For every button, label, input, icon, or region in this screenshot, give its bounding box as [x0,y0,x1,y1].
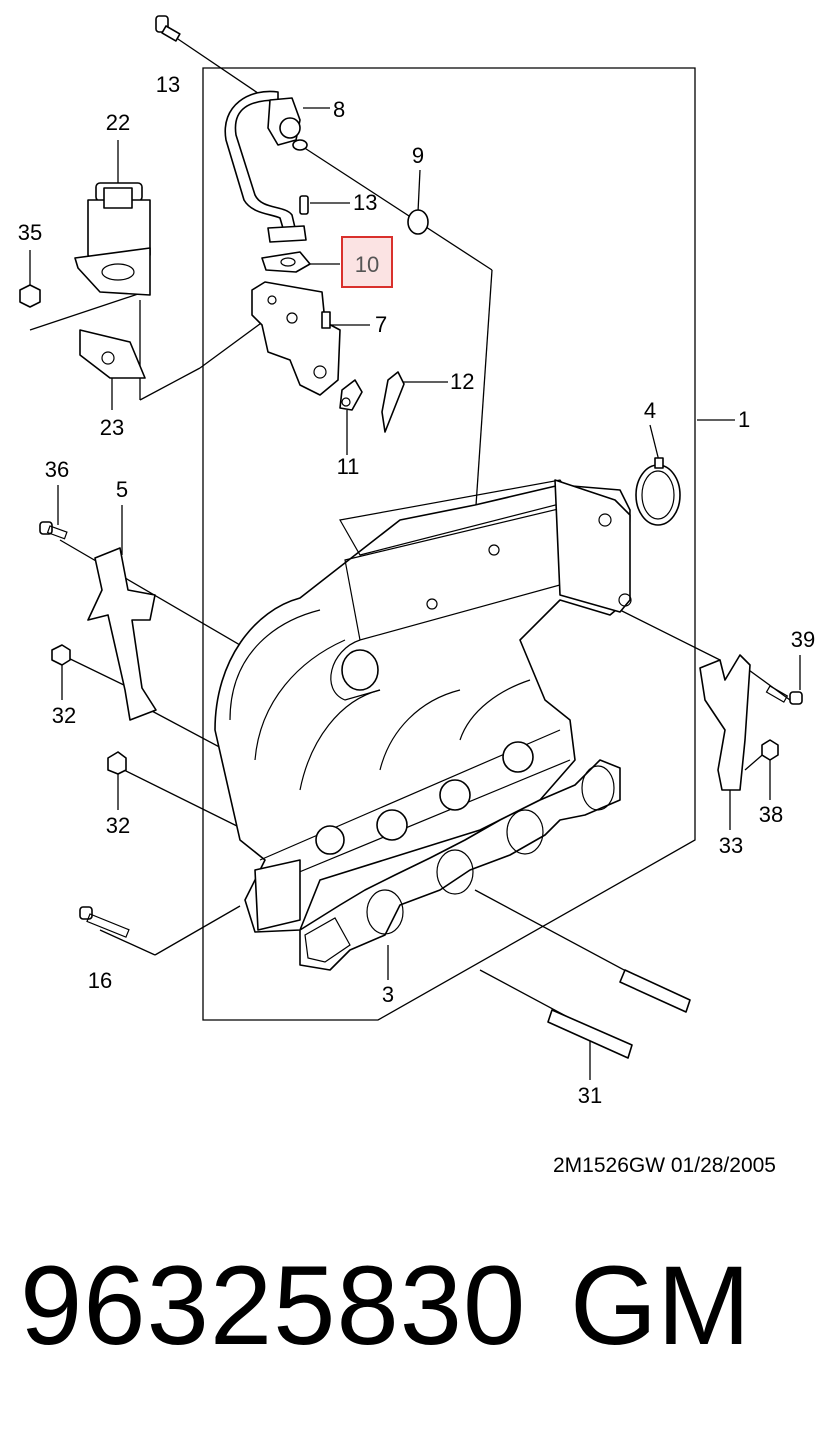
nut-32-lower [107,751,127,775]
callout-13-top: 13 [156,72,180,97]
bolt-13-top [155,15,181,42]
bracket-5 [87,547,157,721]
callout-33: 33 [719,833,743,858]
egr-adapter-block [251,281,341,396]
callout-1: 1 [738,407,750,432]
gasket-23 [79,329,146,379]
callout-9: 9 [412,143,424,168]
egr-valve-22 [74,182,151,296]
callout-23: 23 [100,415,124,440]
nut-38 [761,739,779,761]
callout-22: 22 [106,110,130,135]
callout-39: 39 [791,627,815,652]
intake-manifold-1 [214,479,632,933]
gasket-10 [261,251,311,273]
parts-exploded-diagram: 13 8 9 13 10 7 12 11 22 35 23 4 1 36 5 3… [18,15,815,1108]
callout-36: 36 [45,457,69,482]
callout-16: 16 [88,968,112,993]
stud-31-lower [547,1009,633,1059]
callout-10: 10 [355,252,379,277]
gasket-11 [339,379,363,411]
callout-38: 38 [759,802,783,827]
callout-5: 5 [116,477,128,502]
callout-7: 7 [375,312,387,337]
o-ring-9 [407,209,429,235]
bolt-36 [39,521,68,540]
callout-32-lower: 32 [106,813,130,838]
callout-8: 8 [333,97,345,122]
bolt-13-small [299,195,309,215]
diagram-code: 2M1526GW 01/28/2005 [553,1154,776,1177]
callout-labels: 13 8 9 13 10 7 12 11 22 35 23 4 1 36 5 3… [18,72,815,1108]
callout-35: 35 [18,220,42,245]
hose-clamp-4 [635,457,681,526]
bolt-16 [79,906,130,938]
nut-32-upper [51,644,71,666]
part-number: 96325830 [20,1243,527,1368]
callout-4: 4 [644,398,656,423]
egr-pipe-8 [224,90,308,243]
callout-31: 31 [578,1083,602,1108]
bracket-33 [699,654,751,791]
nut-35 [19,284,41,308]
callout-13-mid: 13 [353,190,377,215]
assembly-frame [202,67,696,1021]
bracket-12 [381,371,405,433]
intake-gasket-3 [299,759,621,971]
bolt-39 [765,685,803,705]
stud-31-upper [619,969,691,1013]
callout-3: 3 [382,982,394,1007]
callout-32-upper: 32 [52,703,76,728]
callout-12: 12 [450,369,474,394]
callout-11: 11 [337,454,360,479]
brand-name: GM [570,1243,751,1368]
highlight-box-10 [341,236,393,288]
